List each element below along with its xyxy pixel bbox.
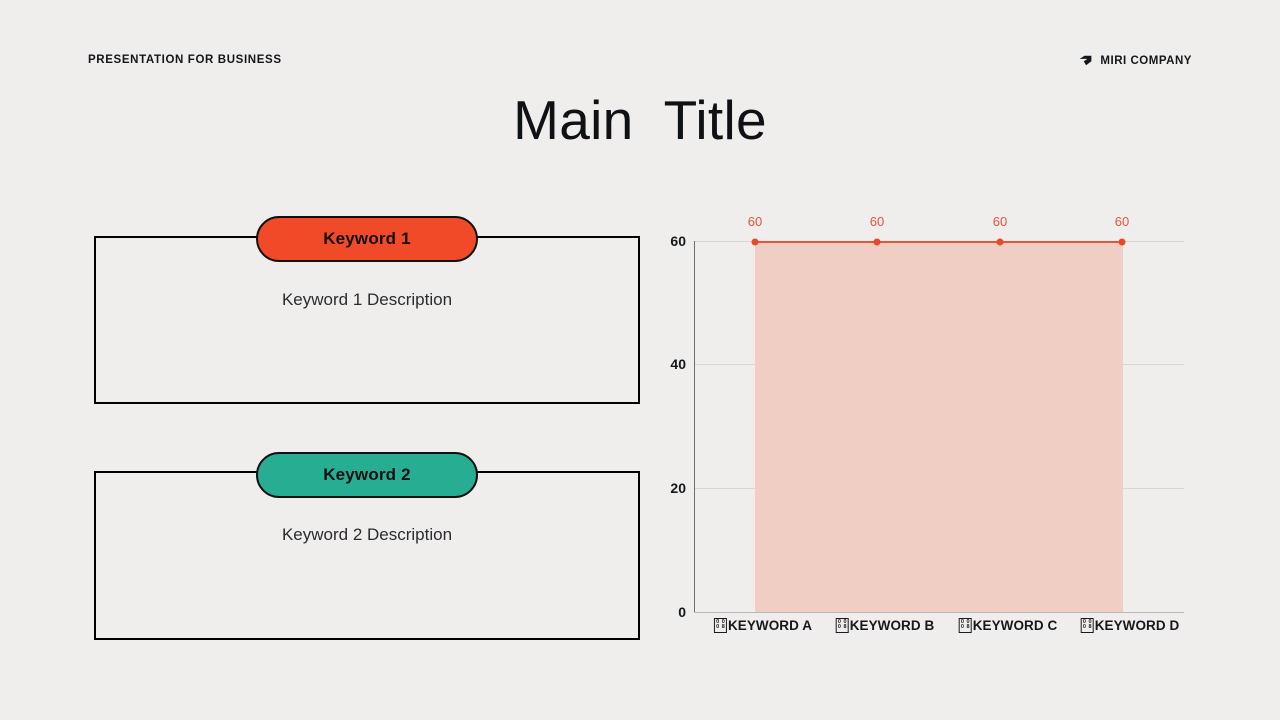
data-point-keyword-d[interactable] xyxy=(1118,238,1126,246)
page-title: Main Title xyxy=(513,89,767,151)
data-point-keyword-a[interactable] xyxy=(751,238,759,246)
keyword-pill-2[interactable]: Keyword 2 xyxy=(256,452,478,498)
series-area-fill xyxy=(755,242,1123,612)
keyword-card-2-description: Keyword 2 Description xyxy=(281,525,453,544)
data-label-keyword-d: 60 xyxy=(1114,214,1130,229)
brand-name: MIRI COMPANY xyxy=(1100,54,1192,67)
x-label-text: KEYWORD A xyxy=(727,618,813,633)
x-label-text: KEYWORD B xyxy=(849,618,935,633)
data-point-keyword-b[interactable] xyxy=(873,238,881,246)
keyword-pill-1[interactable]: Keyword 1 xyxy=(256,216,478,262)
data-point-keyword-c[interactable] xyxy=(996,238,1004,246)
presentation-kicker: PRESENTATION FOR BUSINESS xyxy=(88,54,282,66)
x-label-text: KEYWORD C xyxy=(972,618,1058,633)
data-label-keyword-c: 60 xyxy=(992,214,1008,229)
y-tick-20: 20 xyxy=(670,480,686,496)
series-line xyxy=(755,241,1123,243)
x-axis-baseline xyxy=(694,612,1184,613)
y-tick-0: 0 xyxy=(678,604,686,620)
y-tick-60: 60 xyxy=(670,233,686,249)
y-tick-40: 40 xyxy=(670,356,686,372)
y-axis-spine xyxy=(694,241,695,612)
data-label-keyword-a: 60 xyxy=(747,214,763,229)
keyword-card-1-description: Keyword 1 Description xyxy=(281,290,453,309)
brand-lockup: MIRI COMPANY xyxy=(1078,53,1192,68)
data-label-keyword-b: 60 xyxy=(869,214,885,229)
miri-angular-mark-icon xyxy=(1080,55,1092,66)
x-label-text: KEYWORD D xyxy=(1094,618,1180,633)
